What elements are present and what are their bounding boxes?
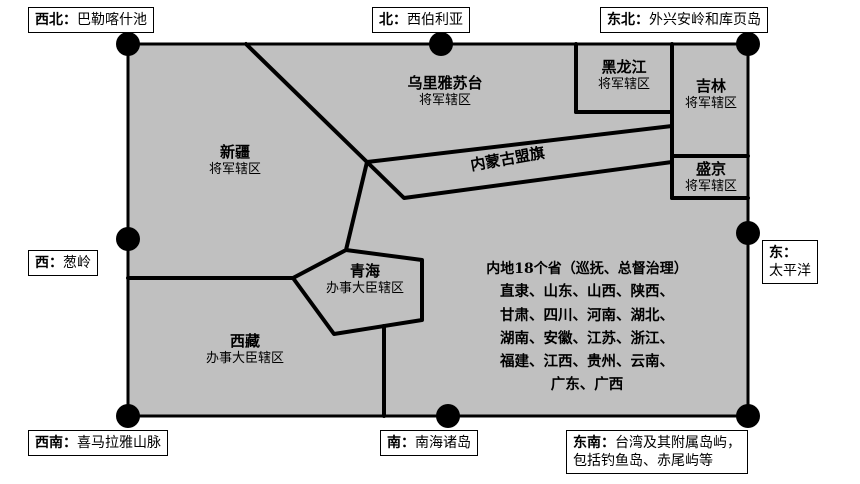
marker-southeast — [736, 404, 760, 428]
region-name: 青海 — [349, 262, 380, 280]
region-type: 将军辖区 — [418, 92, 471, 108]
region-type: 办事大臣辖区 — [205, 350, 284, 366]
region-jilin: 吉林 将军辖区 — [674, 77, 748, 112]
marker-north — [429, 32, 453, 56]
border-place-line2: 包括钓鱼岛、赤尾屿等 — [573, 453, 713, 470]
border-dir: 西北： — [35, 12, 77, 28]
region-type: 将军辖区 — [208, 161, 261, 177]
border-label-south: 南：南海诸岛 — [380, 430, 478, 457]
border-label-northwest: 西北：巴勒喀什池 — [28, 7, 154, 34]
region-name: 乌里雅苏台 — [407, 74, 483, 92]
border-place: 外兴安岭和库页岛 — [649, 12, 761, 28]
region-tibet: 西藏 办事大臣辖区 — [180, 332, 310, 367]
interior-line: 福建、江西、贵州、云南、 — [500, 352, 674, 370]
border-dir: 东北： — [607, 12, 649, 28]
marker-northwest — [116, 32, 140, 56]
border-label-southwest: 西南：喜马拉雅山脉 — [28, 430, 168, 457]
region-interior: 内地18个省（巡抚、总督治理） 直隶、山东、山西、陕西、 甘肃、四川、河南、湖北… — [432, 258, 742, 396]
region-heilongjiang: 黑龙江 将军辖区 — [578, 58, 670, 93]
interior-line: 甘肃、四川、河南、湖北、 — [500, 306, 674, 324]
region-name: 吉林 — [695, 77, 726, 95]
border-dir: 北： — [379, 12, 407, 28]
region-type: 将军辖区 — [684, 95, 737, 111]
marker-east — [736, 221, 760, 245]
interior-line: 广东、广西 — [550, 376, 624, 394]
interior-title: 内地18个省（巡抚、总督治理） — [486, 261, 688, 277]
border-inner-mongolia-south — [365, 160, 674, 200]
border-xinjiang-qinghai — [344, 160, 369, 252]
marker-south — [436, 404, 460, 428]
region-name: 新疆 — [219, 143, 250, 161]
border-label-west: 西：葱岭 — [28, 250, 98, 277]
border-qinghai — [291, 248, 424, 336]
region-type: 将军辖区 — [597, 76, 650, 92]
border-place: 西伯利亚 — [407, 12, 463, 28]
border-place: 台湾及其附属岛屿， — [615, 435, 741, 451]
region-name: 西藏 — [229, 332, 260, 350]
border-dir: 东南： — [573, 435, 615, 451]
interior-line: 直隶、山东、山西、陕西、 — [500, 283, 674, 301]
region-type: 将军辖区 — [684, 178, 737, 194]
marker-southwest — [116, 404, 140, 428]
region-xinjiang: 新疆 将军辖区 — [180, 143, 290, 178]
border-label-north: 北：西伯利亚 — [372, 7, 470, 34]
border-dir: 西南： — [35, 435, 77, 451]
land-area — [126, 42, 750, 418]
border-dir: 东： — [769, 245, 797, 261]
border-xinjiang-uliastai — [244, 42, 369, 164]
region-uliastai: 乌里雅苏台 将军辖区 — [380, 74, 510, 109]
border-place: 葱岭 — [63, 255, 91, 271]
border-dir: 西： — [35, 255, 63, 271]
region-qinghai: 青海 办事大臣辖区 — [300, 262, 430, 297]
border-dir: 南： — [387, 435, 415, 451]
region-name: 盛京 — [695, 160, 726, 178]
border-label-southeast: 东南：台湾及其附属岛屿， 包括钓鱼岛、赤尾屿等 — [566, 430, 748, 475]
interior-line: 湖南、安徽、江苏、浙江、 — [500, 329, 674, 347]
border-label-northeast: 东北：外兴安岭和库页岛 — [600, 7, 768, 34]
border-place: 南海诸岛 — [415, 435, 471, 451]
marker-west — [116, 227, 140, 251]
border-place: 喜马拉雅山脉 — [77, 435, 161, 451]
region-type: 办事大臣辖区 — [325, 280, 404, 296]
marker-northeast — [736, 32, 760, 56]
region-name: 黑龙江 — [601, 58, 647, 76]
border-place: 巴勒喀什池 — [77, 12, 147, 28]
region-shengjing: 盛京 将军辖区 — [674, 160, 748, 195]
border-place: 太平洋 — [769, 263, 811, 280]
border-label-east: 东： 太平洋 — [762, 240, 818, 285]
border-inner-mongolia — [365, 124, 674, 164]
